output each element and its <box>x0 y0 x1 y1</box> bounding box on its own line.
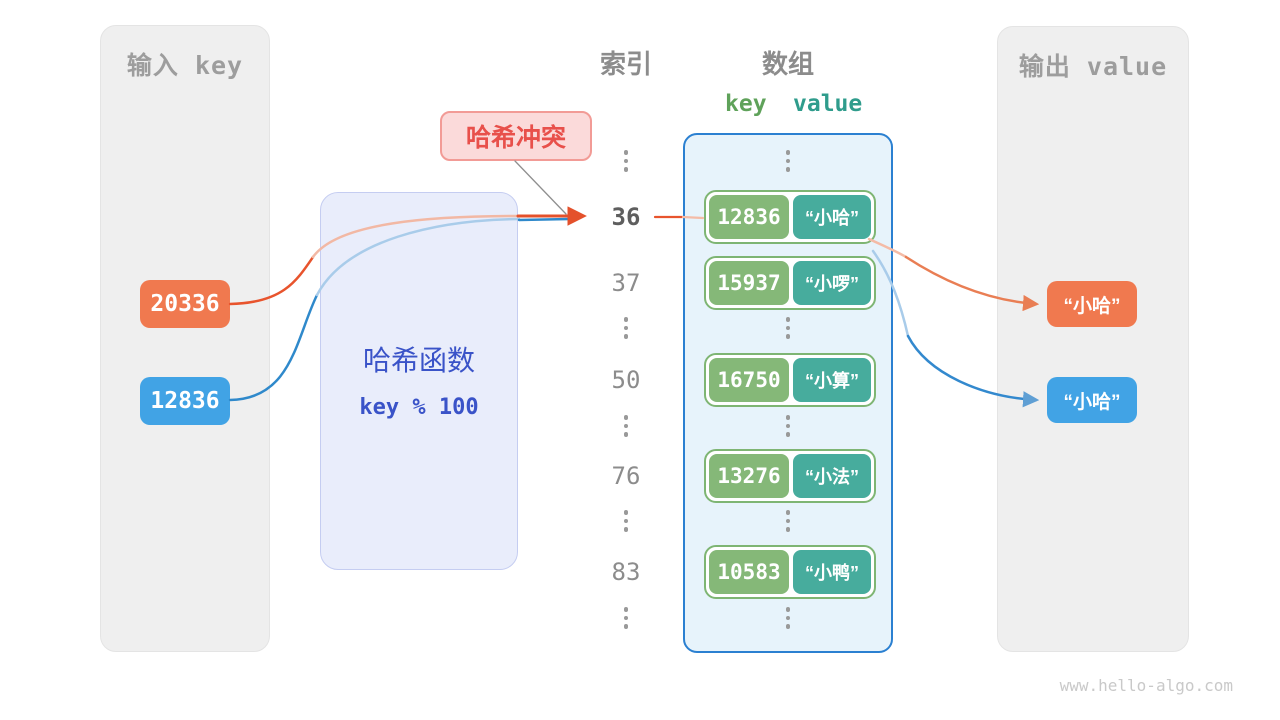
ellipsis-dots <box>594 415 658 437</box>
watermark: www.hello-algo.com <box>1059 676 1233 695</box>
bucket-value: “小算” <box>793 358 871 402</box>
ellipsis-dots <box>766 510 810 532</box>
bucket-row-83: 10583 “小鸭” <box>704 545 876 599</box>
bucket-key: 10583 <box>709 550 789 594</box>
ellipsis-dots <box>594 510 658 532</box>
index-cell-76: 76 <box>611 462 641 490</box>
bucket-value: “小法” <box>793 454 871 498</box>
arrow-blue-to-index <box>517 217 572 222</box>
callout-pointer-line <box>514 160 567 215</box>
index-cell-83: 83 <box>611 558 641 586</box>
output-panel-title: 输出 value <box>1018 52 1168 81</box>
input-panel: 输入 key <box>100 25 270 652</box>
index-cell-37: 37 <box>611 269 641 297</box>
ellipsis-dots <box>594 607 658 629</box>
bucket-row-50: 16750 “小算” <box>704 353 876 407</box>
ellipsis-dots <box>766 317 810 339</box>
array-column-header: 数组 <box>761 49 814 79</box>
input-key-tag-12836: 12836 <box>140 377 230 425</box>
bucket-row-37: 15937 “小啰” <box>704 256 876 310</box>
input-panel-title: 输入 key <box>126 51 244 80</box>
ellipsis-dots <box>766 150 810 172</box>
bucket-key: 15937 <box>709 261 789 305</box>
hash-collision-callout: 哈希冲突 <box>440 111 592 161</box>
index-column-header: 索引 <box>599 49 652 79</box>
bucket-key: 12836 <box>709 195 789 239</box>
bucket-row-36: 12836 “小哈” <box>704 190 876 244</box>
input-key-tag-20336: 20336 <box>140 280 230 328</box>
output-value-tag-blue: “小哈” <box>1047 377 1137 423</box>
bucket-key: 13276 <box>709 454 789 498</box>
bucket-row-76: 13276 “小法” <box>704 449 876 503</box>
bucket-value: “小鸭” <box>793 550 871 594</box>
bucket-key: 16750 <box>709 358 789 402</box>
output-value-tag-orange: “小哈” <box>1047 281 1137 327</box>
array-value-label: value <box>793 91 863 117</box>
output-panel: 输出 value <box>997 26 1189 652</box>
hash-function-title: 哈希函数 <box>362 345 475 376</box>
hash-function-box: 哈希函数 key % 100 <box>320 192 518 570</box>
ellipsis-dots <box>594 317 658 339</box>
bucket-value: “小哈” <box>793 195 871 239</box>
ellipsis-dots <box>594 150 658 172</box>
hash-function-formula: key % 100 <box>359 395 479 420</box>
bucket-value: “小啰” <box>793 261 871 305</box>
index-cell-50: 50 <box>611 366 641 394</box>
array-key-label: key <box>725 91 767 117</box>
ellipsis-dots <box>766 607 810 629</box>
ellipsis-dots <box>766 415 810 437</box>
index-cell-36: 36 <box>611 203 641 231</box>
